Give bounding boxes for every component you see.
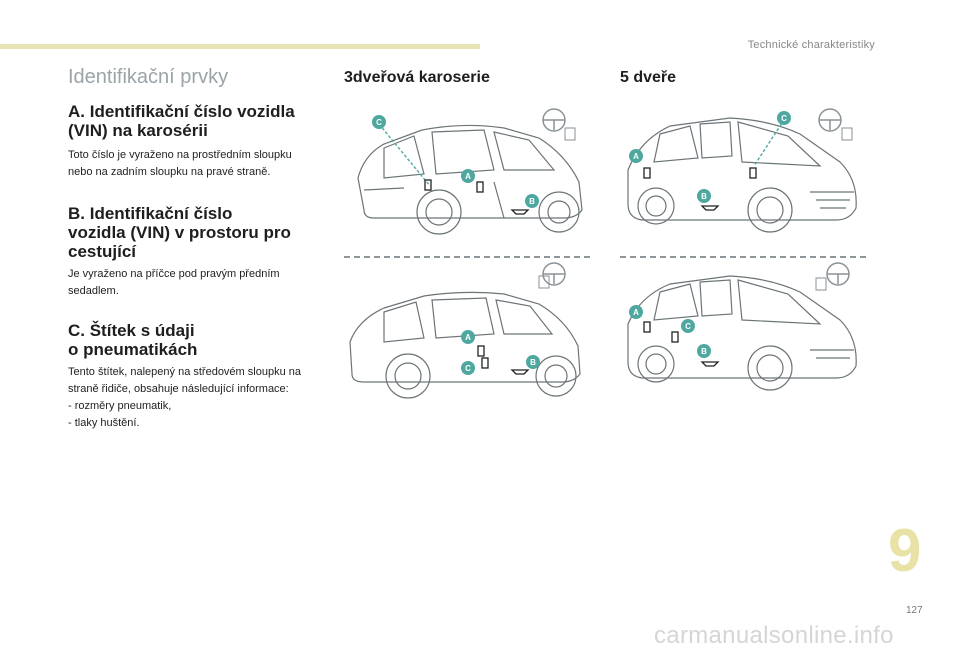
text-c-line1: Tento štítek, nalepený na středovém slou… — [68, 366, 301, 378]
heading-b-line1: B. Identifikační číslo — [68, 204, 233, 223]
marker-c: C — [465, 364, 471, 373]
heading-b: B. Identifikační číslo vozidla (VIN) v p… — [68, 204, 333, 261]
page-number: 127 — [906, 605, 923, 616]
heading-b-line2: vozidla (VIN) v prostoru pro — [68, 223, 291, 242]
car-3door-side-illustration: A C B — [349, 262, 581, 399]
marker-c: C — [376, 118, 382, 127]
car-3door-rear-illustration: C A B — [357, 108, 583, 235]
marker-a: A — [465, 333, 471, 342]
marker-a: A — [633, 308, 639, 317]
marker-b: B — [529, 197, 535, 206]
list-item: - tlaky huštění. — [68, 417, 140, 429]
info-list: - rozměry pneumatik, - tlaky huštění. — [68, 398, 333, 432]
heading-c-line2: o pneumatikách — [68, 340, 198, 359]
marker-b: B — [701, 192, 707, 201]
text-b: Je vyraženo na příčce pod pravým předním… — [68, 266, 333, 300]
separator-three-door — [344, 256, 590, 258]
text-a: Toto číslo je vyraženo na prostředním sl… — [68, 147, 333, 181]
heading-c-line1: C. Štítek s údaji — [68, 321, 195, 340]
text-c-line2: straně řidiče, obsahuje následující info… — [68, 383, 289, 395]
text-a-line2: nebo na zadním sloupku na pravé straně. — [68, 166, 271, 178]
marker-b: B — [701, 347, 707, 356]
heading-a: A. Identifikační číslo vozidla (VIN) na … — [68, 102, 333, 140]
list-item: - rozměry pneumatik, — [68, 400, 172, 412]
marker-a: A — [633, 152, 639, 161]
car-5door-side-illustration: A C B — [627, 262, 857, 391]
heading-a-line1: A. Identifikační číslo vozidla — [68, 102, 295, 121]
text-b-line1: Je vyraženo na příčce pod pravým předním — [68, 268, 280, 280]
heading-c: C. Štítek s údaji o pneumatikách — [68, 321, 333, 359]
three-door-heading: 3dveřová karoserie — [344, 69, 490, 86]
text-b-line2: sedadlem. — [68, 285, 119, 297]
footer-watermark: carmanualsonline.info — [654, 622, 894, 649]
text-a-line1: Toto číslo je vyraženo na prostředním sl… — [68, 149, 292, 161]
car-5door-front-illustration: C A B — [627, 108, 857, 233]
marker-b: B — [530, 358, 536, 367]
five-door-heading: 5 dveře — [620, 69, 677, 86]
page-title: Identifikační prvky — [68, 66, 229, 88]
section-header: Technické charakteristiky — [747, 39, 875, 51]
chapter-number: 9 — [888, 517, 922, 584]
marker-a: A — [465, 172, 471, 181]
heading-b-line3: cestující — [68, 242, 137, 261]
text-c: Tento štítek, nalepený na středovém slou… — [68, 364, 333, 432]
header-accent-bar — [0, 44, 480, 49]
heading-a-line2: (VIN) na karosérii — [68, 121, 208, 140]
marker-c: C — [781, 114, 787, 123]
marker-c: C — [685, 322, 691, 331]
separator-five-door — [620, 256, 866, 258]
